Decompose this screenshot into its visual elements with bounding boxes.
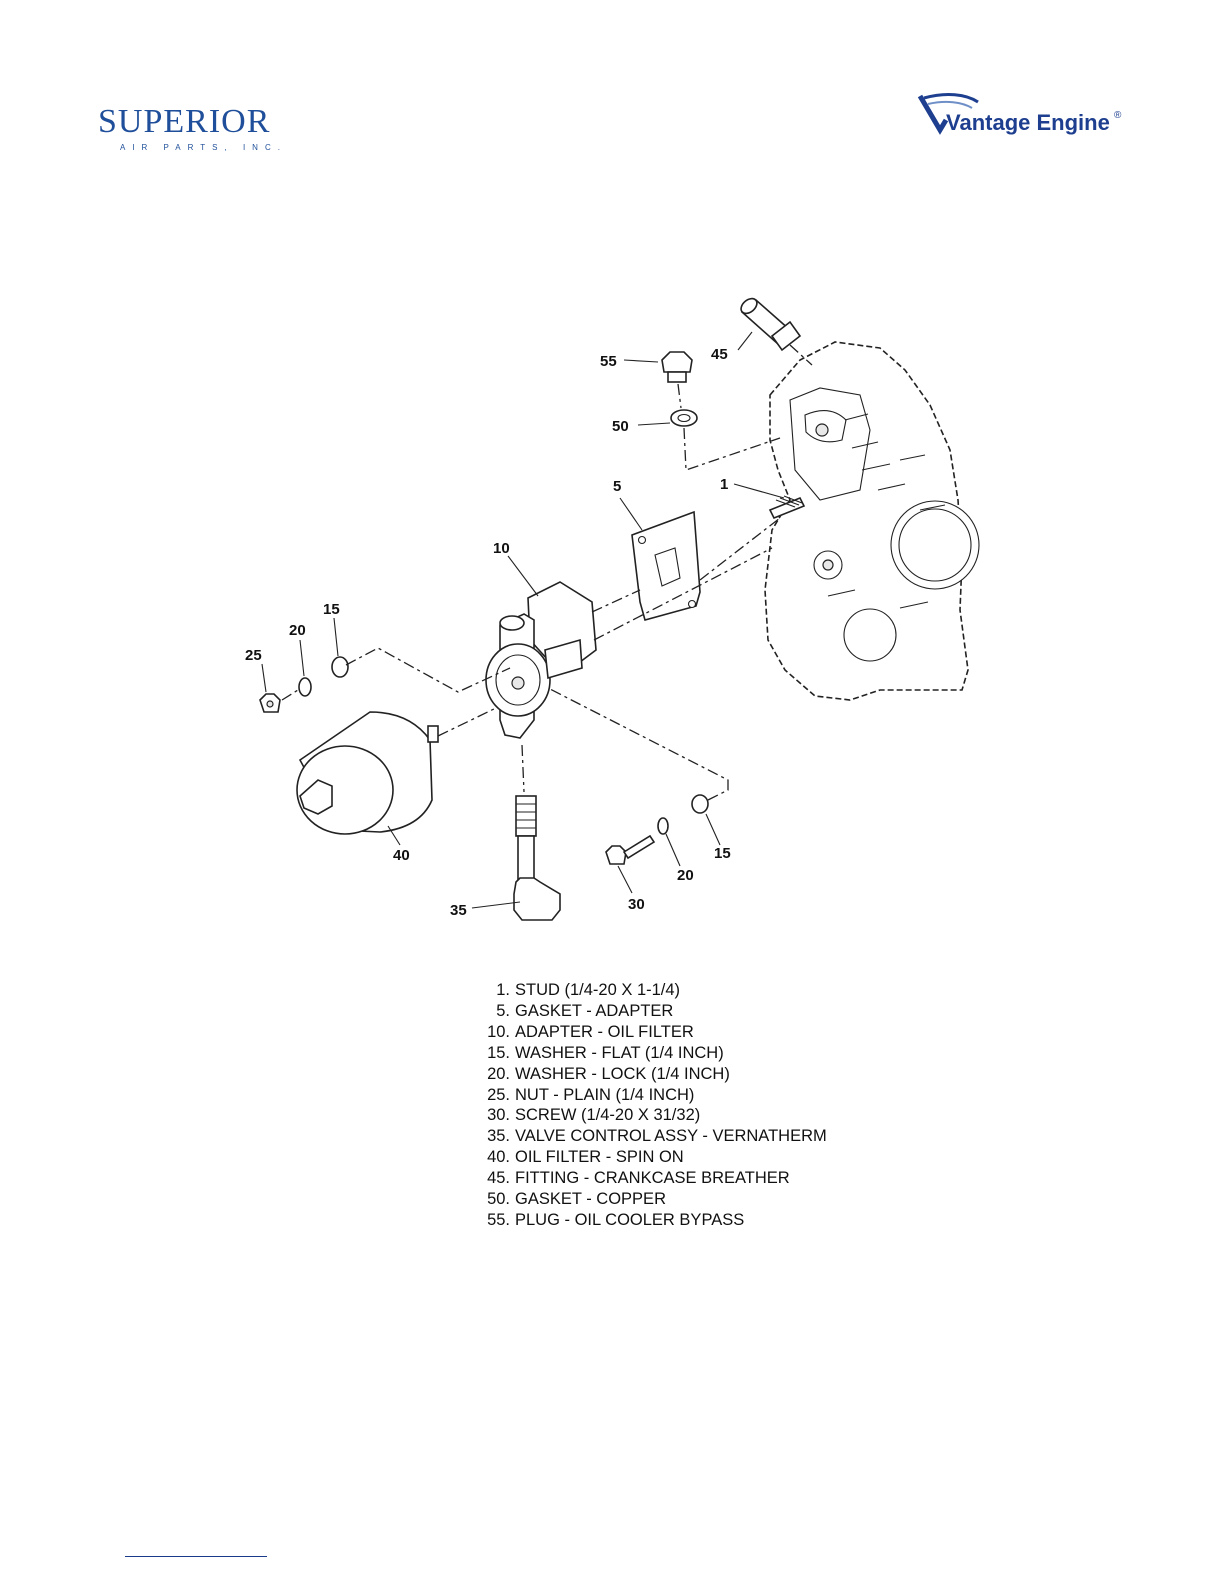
legend-number: 25. [487,1085,510,1104]
callout-50: 50 [612,418,629,435]
vantage-logo-wordmark: Vantage Engine [946,110,1110,135]
legend-row: 50. GASKET - COPPER [478,1189,898,1210]
callout-5: 5 [613,478,621,495]
legend-row: 55. PLUG - OIL COOLER BYPASS [478,1210,898,1231]
legend-number: 40. [487,1148,510,1167]
legend-number: 10. [487,1022,510,1041]
legend-number: 35. [487,1127,510,1146]
callout-leaders [261,331,785,909]
legend-description: WASHER - LOCK (1/4 INCH) [515,1064,730,1083]
legend-row: 45. FITTING - CRANKCASE BREATHER [478,1168,898,1189]
superior-logo-wordmark: SUPERIOR [98,103,270,140]
callout-45: 45 [711,346,728,363]
superior-logo-subtitle: AIR PARTS, INC. [120,143,287,152]
legend-number: 15. [487,1043,510,1062]
legend-description: ADAPTER - OIL FILTER [515,1022,694,1041]
legend-description: WASHER - FLAT (1/4 INCH) [515,1043,724,1062]
legend-row: 15. WASHER - FLAT (1/4 INCH) [478,1043,898,1064]
legend-description: NUT - PLAIN (1/4 INCH) [515,1085,695,1104]
legend-description: GASKET - ADAPTER [515,1001,674,1020]
vantage-swoosh-icon [917,93,979,135]
oil-cooler-bypass-plug [661,351,693,383]
callout-40: 40 [393,847,410,864]
callout-1: 1 [720,476,728,493]
vantage-logo-registered: ® [1114,110,1122,121]
callout-30: 30 [628,896,645,913]
legend-description: GASKET - COPPER [515,1190,666,1209]
callout-20-right: 20 [677,867,694,884]
legend-row: 25. NUT - PLAIN (1/4 INCH) [478,1085,898,1106]
legend-number: 5. [496,1001,510,1020]
callout-20-left: 20 [289,622,306,639]
legend-number: 55. [487,1210,510,1229]
legend-row: 5. GASKET - ADAPTER [478,1001,898,1022]
legend-row: 40. OIL FILTER - SPIN ON [478,1147,898,1168]
vantage-engine-logo: Vantage Engine ® [917,93,1122,135]
callout-15-left: 15 [323,601,340,618]
callout-15-right: 15 [714,845,731,862]
left-fastener-set [259,647,511,737]
oil-filter-adapter [485,581,597,739]
callout-55: 55 [600,353,617,370]
legend-number: 50. [487,1190,510,1209]
vernatherm-valve [513,744,561,921]
legend-row: 1. STUD (1/4-20 X 1-1/4) [478,980,898,1001]
legend-row: 10. ADAPTER - OIL FILTER [478,1022,898,1043]
legend-row: 35. VALVE CONTROL ASSY - VERNATHERM [478,1126,898,1147]
callout-25: 25 [245,647,262,664]
legend-row: 30. SCREW (1/4-20 X 31/32) [478,1105,898,1126]
legend-description: SCREW (1/4-20 X 31/32) [515,1106,701,1125]
legend-number: 20. [487,1064,510,1083]
right-fastener-set [547,517,781,865]
legend-number: 30. [487,1106,510,1125]
legend-description: VALVE CONTROL ASSY - VERNATHERM [515,1127,827,1146]
spin-on-oil-filter [296,711,439,835]
footer-rule [125,1556,267,1557]
legend-number: 45. [487,1169,510,1188]
superior-air-parts-logo: SUPERIOR AIR PARTS, INC. [98,103,287,152]
parts-legend: 1. STUD (1/4-20 X 1-1/4) 5. GASKET - ADAPT… [478,980,898,1231]
crankcase-breather-fitting [740,297,813,366]
legend-description: FITTING - CRANKCASE BREATHER [515,1169,790,1188]
crankcase-housing [764,341,980,701]
legend-description: PLUG - OIL COOLER BYPASS [515,1210,745,1229]
callout-35: 35 [450,902,467,919]
legend-row: 20. WASHER - LOCK (1/4 INCH) [478,1064,898,1085]
legend-number: 1. [496,981,510,999]
callout-10: 10 [493,540,510,557]
adapter-gasket [631,510,701,621]
legend-description: OIL FILTER - SPIN ON [515,1148,684,1167]
legend-description: STUD (1/4-20 X 1-1/4) [515,981,681,999]
